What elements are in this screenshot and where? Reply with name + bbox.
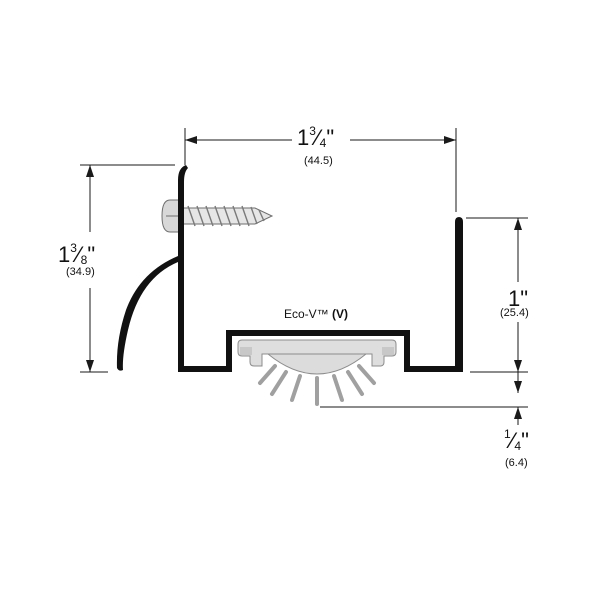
right-height-metric-label: (25.4) bbox=[500, 307, 529, 319]
width-arrow-left bbox=[185, 136, 197, 144]
left-height-metric-label: (34.9) bbox=[66, 266, 95, 278]
right-height-arrow-top bbox=[514, 218, 522, 230]
right-height-whole: 1 bbox=[508, 286, 521, 311]
seal-drop-denominator: 4 bbox=[514, 439, 522, 453]
product-label: Eco-V™ (V) bbox=[284, 307, 348, 321]
width-dimension-label: 13⁄4" bbox=[297, 124, 335, 150]
left-height-arrow-top bbox=[86, 165, 94, 177]
left-height-unit: " bbox=[87, 242, 96, 267]
eco-v-seal-icon bbox=[237, 339, 397, 406]
product-name: Eco-V™ bbox=[284, 307, 329, 321]
width-whole: 1 bbox=[297, 125, 310, 150]
left-height-fraction-slash: ⁄ bbox=[76, 242, 81, 267]
width-arrow-right bbox=[444, 136, 456, 144]
left-height-arrow-bottom bbox=[86, 360, 94, 372]
seal-drop-numerator: 1 bbox=[504, 427, 511, 441]
width-metric-label: (44.5) bbox=[304, 155, 333, 167]
right-height-arrow-bottom bbox=[514, 360, 522, 372]
left-height-numerator: 3 bbox=[70, 241, 77, 255]
right-height-unit: " bbox=[520, 286, 529, 311]
width-denominator: 4 bbox=[319, 136, 327, 150]
left-height-whole: 1 bbox=[58, 242, 71, 267]
width-unit: " bbox=[326, 125, 335, 150]
seal-drop-unit: " bbox=[521, 428, 529, 453]
width-numerator: 3 bbox=[309, 124, 316, 138]
seal-drop-arrow-bottom bbox=[514, 407, 522, 419]
left-height-dimension-label: 13⁄8" bbox=[58, 241, 96, 267]
width-fraction-slash: ⁄ bbox=[315, 125, 320, 150]
aluminum-profile bbox=[116, 165, 463, 372]
seal-drop-arrow-top bbox=[514, 381, 522, 393]
screw-icon bbox=[161, 199, 274, 233]
seal-drop-metric-label: (6.4) bbox=[505, 457, 528, 469]
seal-drop-dimension-label: 1⁄4" bbox=[504, 427, 529, 453]
product-code: (V) bbox=[332, 307, 349, 321]
seal-drop-fraction-slash: ⁄ bbox=[510, 428, 515, 453]
left-height-denominator: 8 bbox=[80, 253, 88, 267]
right-height-dimension-label: 1" bbox=[508, 288, 528, 310]
